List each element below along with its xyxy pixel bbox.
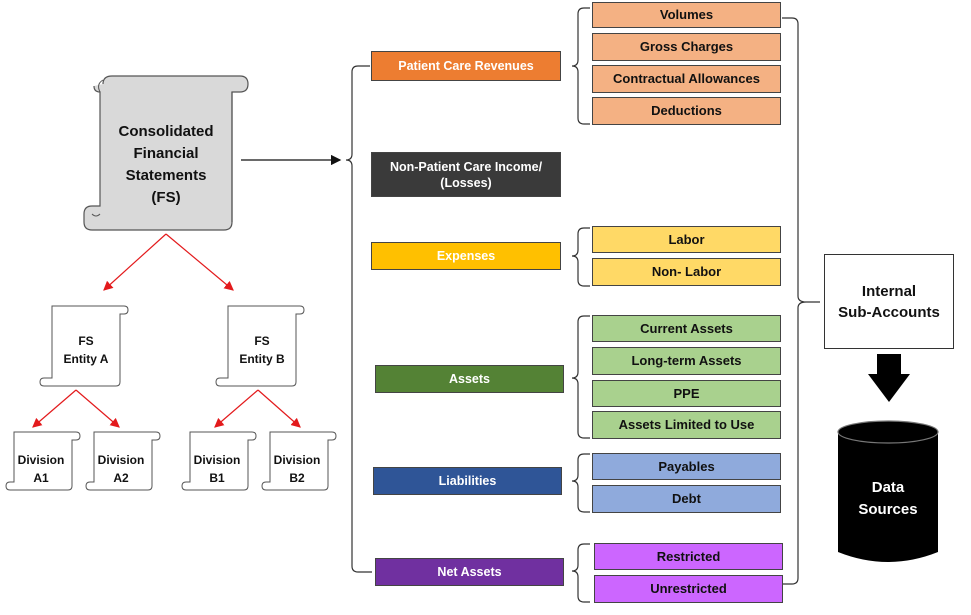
category-net-assets: Net Assets bbox=[375, 558, 564, 586]
internal-sub-accounts-box: Internal Sub-Accounts bbox=[824, 254, 954, 349]
item-gross-charges: Gross Charges bbox=[592, 33, 781, 61]
item-long-term-assets: Long-term Assets bbox=[592, 347, 781, 375]
item-deductions: Deductions bbox=[592, 97, 781, 125]
entity-b-line-2: Entity B bbox=[239, 352, 285, 366]
item-debt: Debt bbox=[592, 485, 781, 513]
entity-b-line-1: FS bbox=[254, 334, 270, 348]
division-b2-line-2: B2 bbox=[289, 471, 305, 485]
non-patient-line-1: Non-Patient Care Income/ bbox=[389, 159, 543, 174]
categories-brace bbox=[345, 65, 372, 573]
sub-accounts-brace bbox=[782, 17, 820, 585]
consolidated-scroll-shape bbox=[83, 75, 249, 231]
division-b1-label: Division B1 bbox=[186, 451, 248, 487]
down-arrow-icon bbox=[868, 354, 910, 402]
division-a1-label: Division A1 bbox=[10, 451, 72, 487]
item-payables: Payables bbox=[592, 453, 781, 480]
division-b1-line-2: B1 bbox=[209, 471, 225, 485]
internal-line-2: Sub-Accounts bbox=[838, 303, 940, 321]
category-liabilities: Liabilities bbox=[373, 467, 562, 495]
red-hierarchy-arrows bbox=[32, 233, 301, 428]
fs-entity-b-label: FS Entity B bbox=[228, 332, 296, 368]
division-b2-line-1: Division bbox=[273, 453, 321, 467]
data-sources-line-2: Sources bbox=[858, 501, 918, 518]
data-sources-label: Data Sources bbox=[838, 477, 938, 521]
consolidated-line-2: Financial bbox=[133, 145, 199, 162]
category-expenses: Expenses bbox=[371, 242, 561, 270]
category-patient-care-revenues: Patient Care Revenues bbox=[371, 51, 561, 81]
division-a2-label: Division A2 bbox=[90, 451, 152, 487]
division-a1-line-2: A1 bbox=[33, 471, 49, 485]
item-ppe: PPE bbox=[592, 380, 781, 407]
division-b2-label: Division B2 bbox=[266, 451, 328, 487]
consolidated-line-3: Statements bbox=[125, 167, 207, 184]
non-patient-line-2: (Losses) bbox=[440, 175, 492, 190]
consolidated-line-4: (FS) bbox=[151, 189, 181, 206]
item-non-labor: Non- Labor bbox=[592, 258, 781, 286]
item-assets-limited-to-use: Assets Limited to Use bbox=[592, 411, 781, 439]
consolidated-fs-label: Consolidated Financial Statements (FS) bbox=[102, 121, 230, 209]
fs-entity-a-label: FS Entity A bbox=[52, 332, 120, 368]
division-a2-line-1: Division bbox=[97, 453, 145, 467]
category-assets: Assets bbox=[375, 365, 564, 393]
database-icon bbox=[837, 420, 939, 562]
entity-a-line-2: Entity A bbox=[63, 352, 109, 366]
item-unrestricted: Unrestricted bbox=[594, 575, 783, 603]
item-labor: Labor bbox=[592, 226, 781, 253]
internal-line-1: Internal bbox=[861, 282, 917, 300]
item-current-assets: Current Assets bbox=[592, 315, 781, 342]
division-b1-line-1: Division bbox=[193, 453, 241, 467]
data-sources-line-1: Data bbox=[871, 479, 905, 496]
sub-braces bbox=[571, 7, 590, 603]
division-a1-line-1: Division bbox=[17, 453, 65, 467]
division-a2-line-2: A2 bbox=[113, 471, 129, 485]
consolidated-line-1: Consolidated bbox=[118, 123, 214, 140]
item-contractual-allowances: Contractual Allowances bbox=[592, 65, 781, 93]
entity-a-line-1: FS bbox=[78, 334, 94, 348]
category-non-patient-care-income: Non-Patient Care Income/ (Losses) bbox=[371, 152, 561, 197]
item-restricted: Restricted bbox=[594, 543, 783, 570]
item-volumes: Volumes bbox=[592, 2, 781, 28]
small-scroll-shapes bbox=[5, 305, 337, 491]
